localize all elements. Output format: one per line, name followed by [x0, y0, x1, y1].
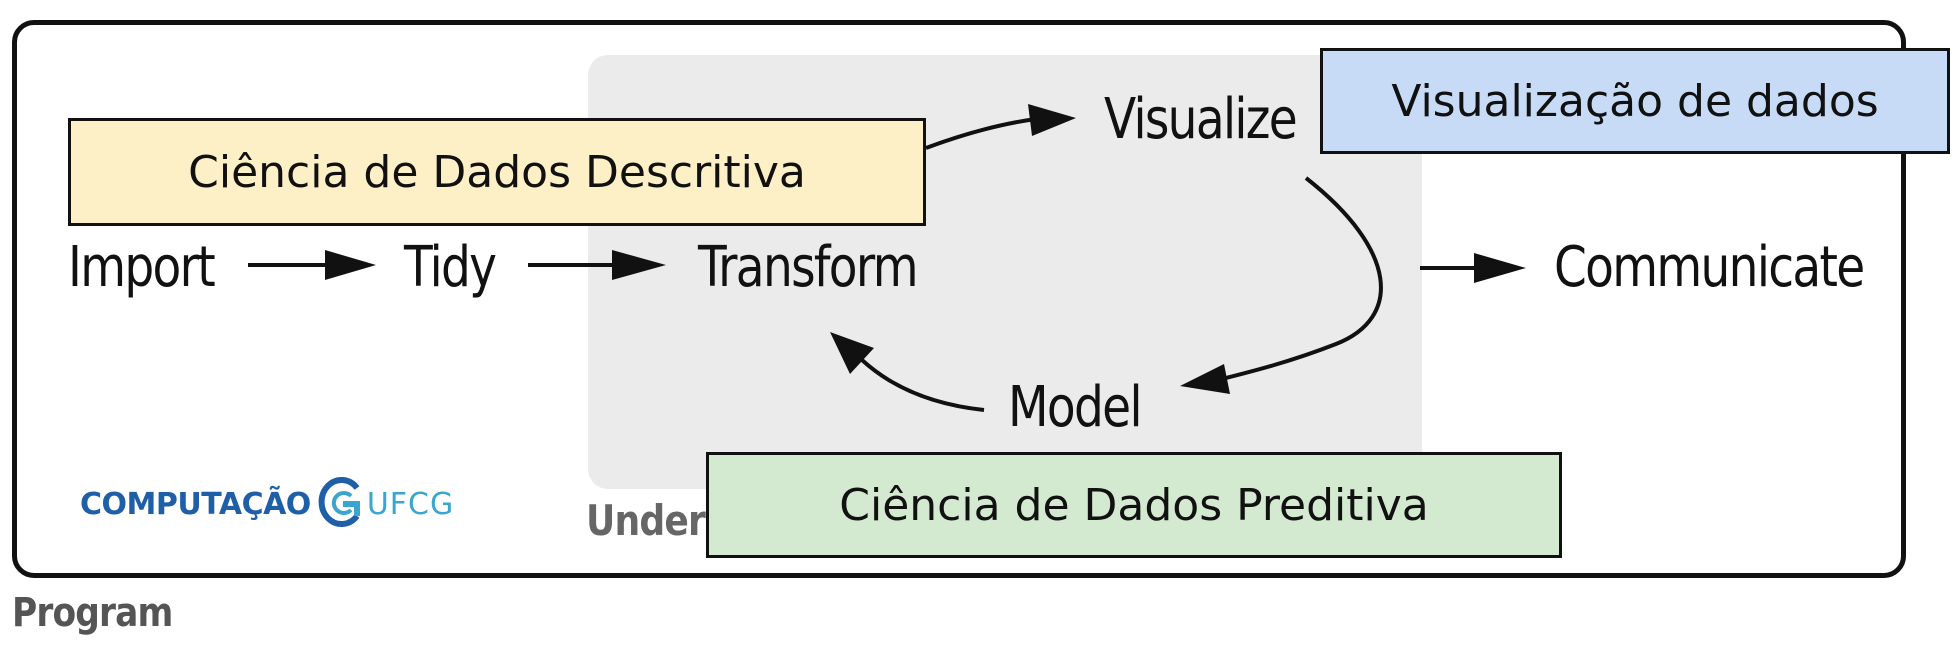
arrow-import-tidy [248, 250, 376, 280]
data-visualization-box: Visualização de dados [1320, 48, 1950, 154]
step-communicate: Communicate [1554, 235, 1865, 300]
computacao-ufcg-logo: COMPUTAÇÃO UFCG [80, 474, 454, 534]
arrow-visualize-model [1180, 176, 1383, 394]
step-import: Import [68, 235, 216, 300]
logo-name: COMPUTAÇÃO [80, 486, 311, 522]
ufcg-g-icon [317, 474, 363, 534]
program-label: Program [12, 590, 173, 636]
step-model: Model [1008, 375, 1143, 440]
arrow-understand-communicate [1420, 253, 1526, 283]
predictive-data-science-box: Ciência de Dados Preditiva [706, 452, 1562, 558]
step-transform: Transform [698, 235, 919, 300]
descriptive-data-science-box: Ciência de Dados Descritiva [68, 118, 926, 226]
arrow-tidy-transform [528, 250, 666, 280]
program-frame [12, 20, 1906, 578]
arrow-model-transform [830, 332, 985, 412]
step-tidy: Tidy [404, 235, 497, 300]
logo-institution: UFCG [366, 486, 455, 522]
arrow-transform-visualize [925, 104, 1076, 150]
step-visualize: Visualize [1104, 87, 1298, 152]
